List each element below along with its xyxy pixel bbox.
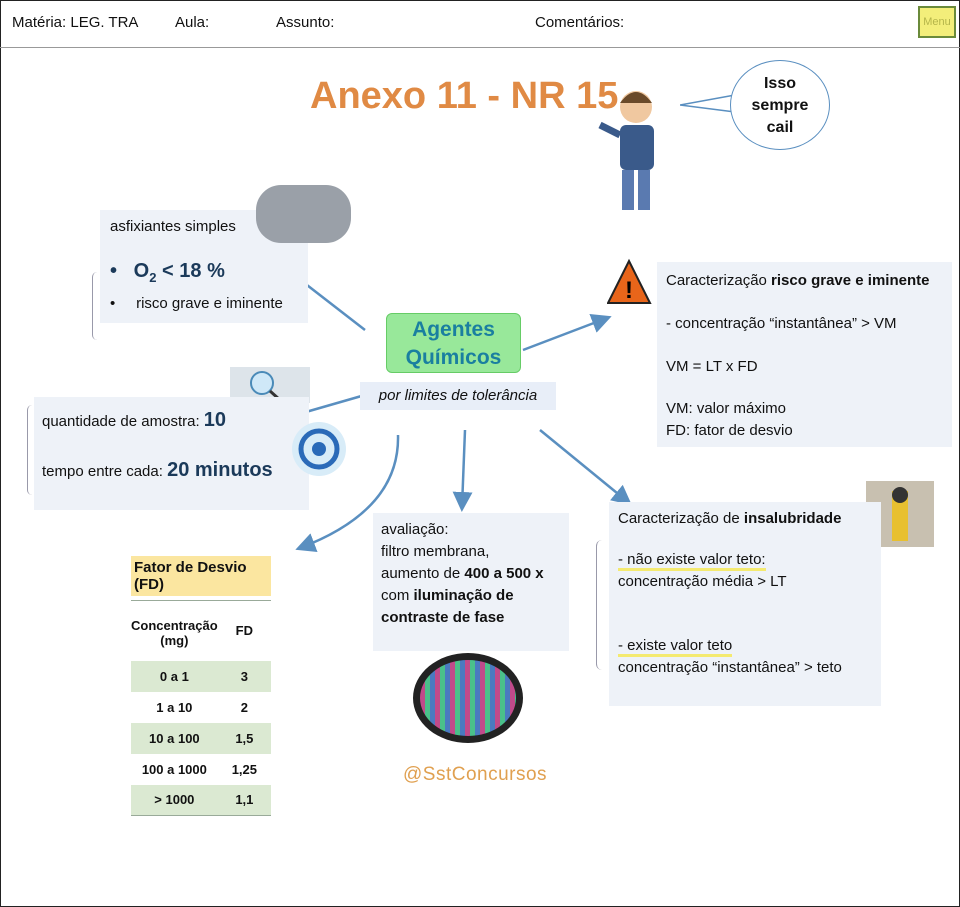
bubble-line: cail — [766, 119, 794, 136]
center-line2: Químicos — [405, 346, 502, 369]
amostra-box: quantidade de amostra: 10 tempo entre ca… — [34, 397, 309, 510]
header-bar: Matéria: LEG. TRA Aula: Assunto: Comentá… — [0, 0, 960, 48]
warning-icon: ! — [607, 258, 652, 304]
clock-icon — [292, 422, 346, 476]
risco-line: VM: valor máximo — [666, 400, 787, 417]
tempo-entre: tempo entre cada: 20 minutos — [42, 459, 273, 481]
limites-subtitle: por limites de tolerância — [360, 382, 556, 410]
risco-line: VM = LT x FD — [666, 358, 758, 375]
speech-bubble: Isso sempre cail — [730, 60, 830, 150]
risco-line: FD: fator de desvio — [666, 422, 793, 439]
insalubridade-line: concentração média > LT — [618, 573, 787, 590]
toxic-cloud-icon — [256, 185, 351, 243]
bubble-tail — [680, 94, 736, 113]
bubble-line: sempre — [751, 97, 809, 114]
asfixiantes-item: • risco grave e iminente — [110, 295, 283, 312]
risco-title: Caracterização risco grave e iminente — [666, 272, 930, 289]
risco-line: - concentração “instantânea” > VM — [666, 315, 897, 332]
risco-grave-box: Caracterização risco grave e iminente - … — [657, 262, 952, 447]
agentes-quimicos-node: Agentes Químicos — [386, 313, 521, 373]
watermark: @SstConcursos — [403, 764, 548, 785]
asfixiantes-title: asfixiantes simples — [110, 218, 236, 235]
brace — [92, 272, 102, 340]
aula-label: Aula: — [175, 14, 210, 31]
avaliacao-line: contraste de fase — [381, 609, 505, 626]
fd-table-title: Fator de Desvio (FD) — [131, 556, 271, 596]
avaliacao-line: filtro membrana, — [381, 543, 490, 560]
o2-limit: • O2 < 18 % — [110, 260, 225, 285]
insalubridade-line: concentração “instantânea” > teto — [618, 659, 842, 676]
avaliacao-line: aumento de 400 a 500 x — [381, 565, 544, 582]
insalubridade-line: - existe valor teto — [618, 637, 733, 657]
avaliacao-line: avaliação: — [381, 521, 449, 538]
insalubridade-box: Caracterização de insalubridade - não ex… — [609, 502, 881, 706]
fd-header-fd: FD — [235, 623, 254, 639]
page-title: Anexo 11 - NR 15 — [310, 75, 619, 117]
brace — [596, 540, 608, 670]
avaliacao-box: avaliação: filtro membrana, aumento de 4… — [373, 513, 569, 651]
center-line1: Agentes — [412, 318, 495, 341]
bubble-line: Isso — [763, 75, 796, 92]
insalubridade-title: Caracterização de insalubridade — [618, 510, 842, 527]
menu-button[interactable]: Menu — [918, 6, 956, 38]
svg-text:!: ! — [625, 277, 633, 304]
quantidade-amostra: quantidade de amostra: 10 — [42, 409, 227, 431]
microscope-view-icon — [413, 653, 523, 743]
fd-header-concentracao: Concentração (mg) — [131, 617, 218, 648]
teacher-character-icon — [598, 85, 668, 220]
materia-label: Matéria: LEG. TRA — [12, 14, 139, 31]
brace — [27, 405, 37, 495]
comentarios-label: Comentários: — [535, 14, 625, 31]
fd-table-container: Fator de Desvio (FD) Concentração (mg) FD… — [131, 556, 271, 816]
insalubridade-line: - não existe valor teto: — [618, 551, 766, 571]
avaliacao-line: com iluminação de — [381, 587, 514, 604]
assunto-label: Assunto: — [276, 14, 335, 31]
